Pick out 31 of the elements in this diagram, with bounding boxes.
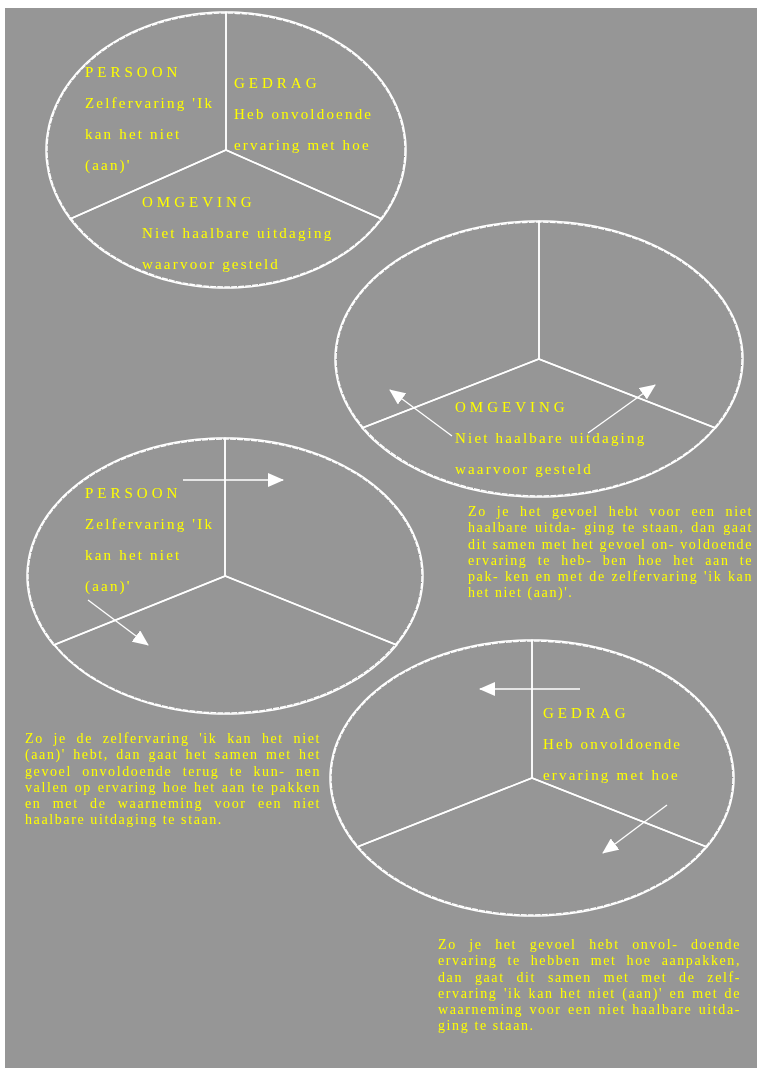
pie-sector (27, 438, 225, 645)
sector-text: Zelfervaring 'Ik kan het niet (aan)' (85, 94, 216, 175)
sector-heading: GEDRAG (543, 704, 630, 723)
pie-sector (330, 640, 532, 847)
pie-sector (53, 576, 397, 714)
sector-text: Niet haalbare uitdaging waarvoor gesteld (142, 224, 335, 274)
pie-sector (225, 438, 423, 645)
sector-heading: PERSOON (85, 484, 182, 503)
explanation-text: Zo je het gevoel hebt onvol- doende ervaring te hebben met hoe aanpakken, dan gaat dit samen met met de zelf- ervaring 'ik kan het niet (aan)' en met de waarneming voor een niet haalbare uitda- ging te staan. (438, 937, 741, 1035)
sector-heading: GEDRAG (234, 74, 321, 93)
sector-heading: OMGEVING (142, 193, 256, 212)
sector-text: Heb onvoldoende ervaring met hoe (543, 735, 684, 785)
pie-sector (362, 359, 716, 497)
sector-text: Niet haalbare uitdaging waarvoor gesteld (455, 429, 648, 479)
sector-text: Heb onvoldoende ervaring met hoe (234, 105, 375, 155)
arrow (587, 384, 656, 434)
arrow (182, 473, 284, 487)
circle-diagram (46, 12, 406, 288)
circle-diagram (330, 640, 734, 916)
circle-diagram (27, 438, 423, 714)
explanation-text: Zo je de zelfervaring 'ik kan het niet (aan)' hebt, dan gaat het samen met het gevoel onvoldoende terug te kun- nen vallen op ervaring hoe het aan te pakken en met de waarneming voor een niet haalbare uitdaging te staan. (25, 731, 321, 829)
explanation-text: Zo je het gevoel hebt voor een niet haalbare uitda- ging te staan, dan gaat dit samen met het gevoel on- voldoende ervaring te heb- ben hoe het aan te pak- ken en met de zelfervaring 'ik kan het niet (aan)'. (468, 504, 753, 602)
circle-diagram (335, 221, 743, 497)
sector-text: Zelfervaring 'Ik kan het niet (aan)' (85, 515, 216, 596)
arrow (602, 804, 668, 854)
pie-sector (532, 640, 734, 847)
arrow (87, 599, 149, 646)
arrow (389, 389, 453, 437)
sector-heading: OMGEVING (455, 398, 569, 417)
arrow (479, 682, 581, 696)
sector-heading: PERSOON (85, 63, 182, 82)
